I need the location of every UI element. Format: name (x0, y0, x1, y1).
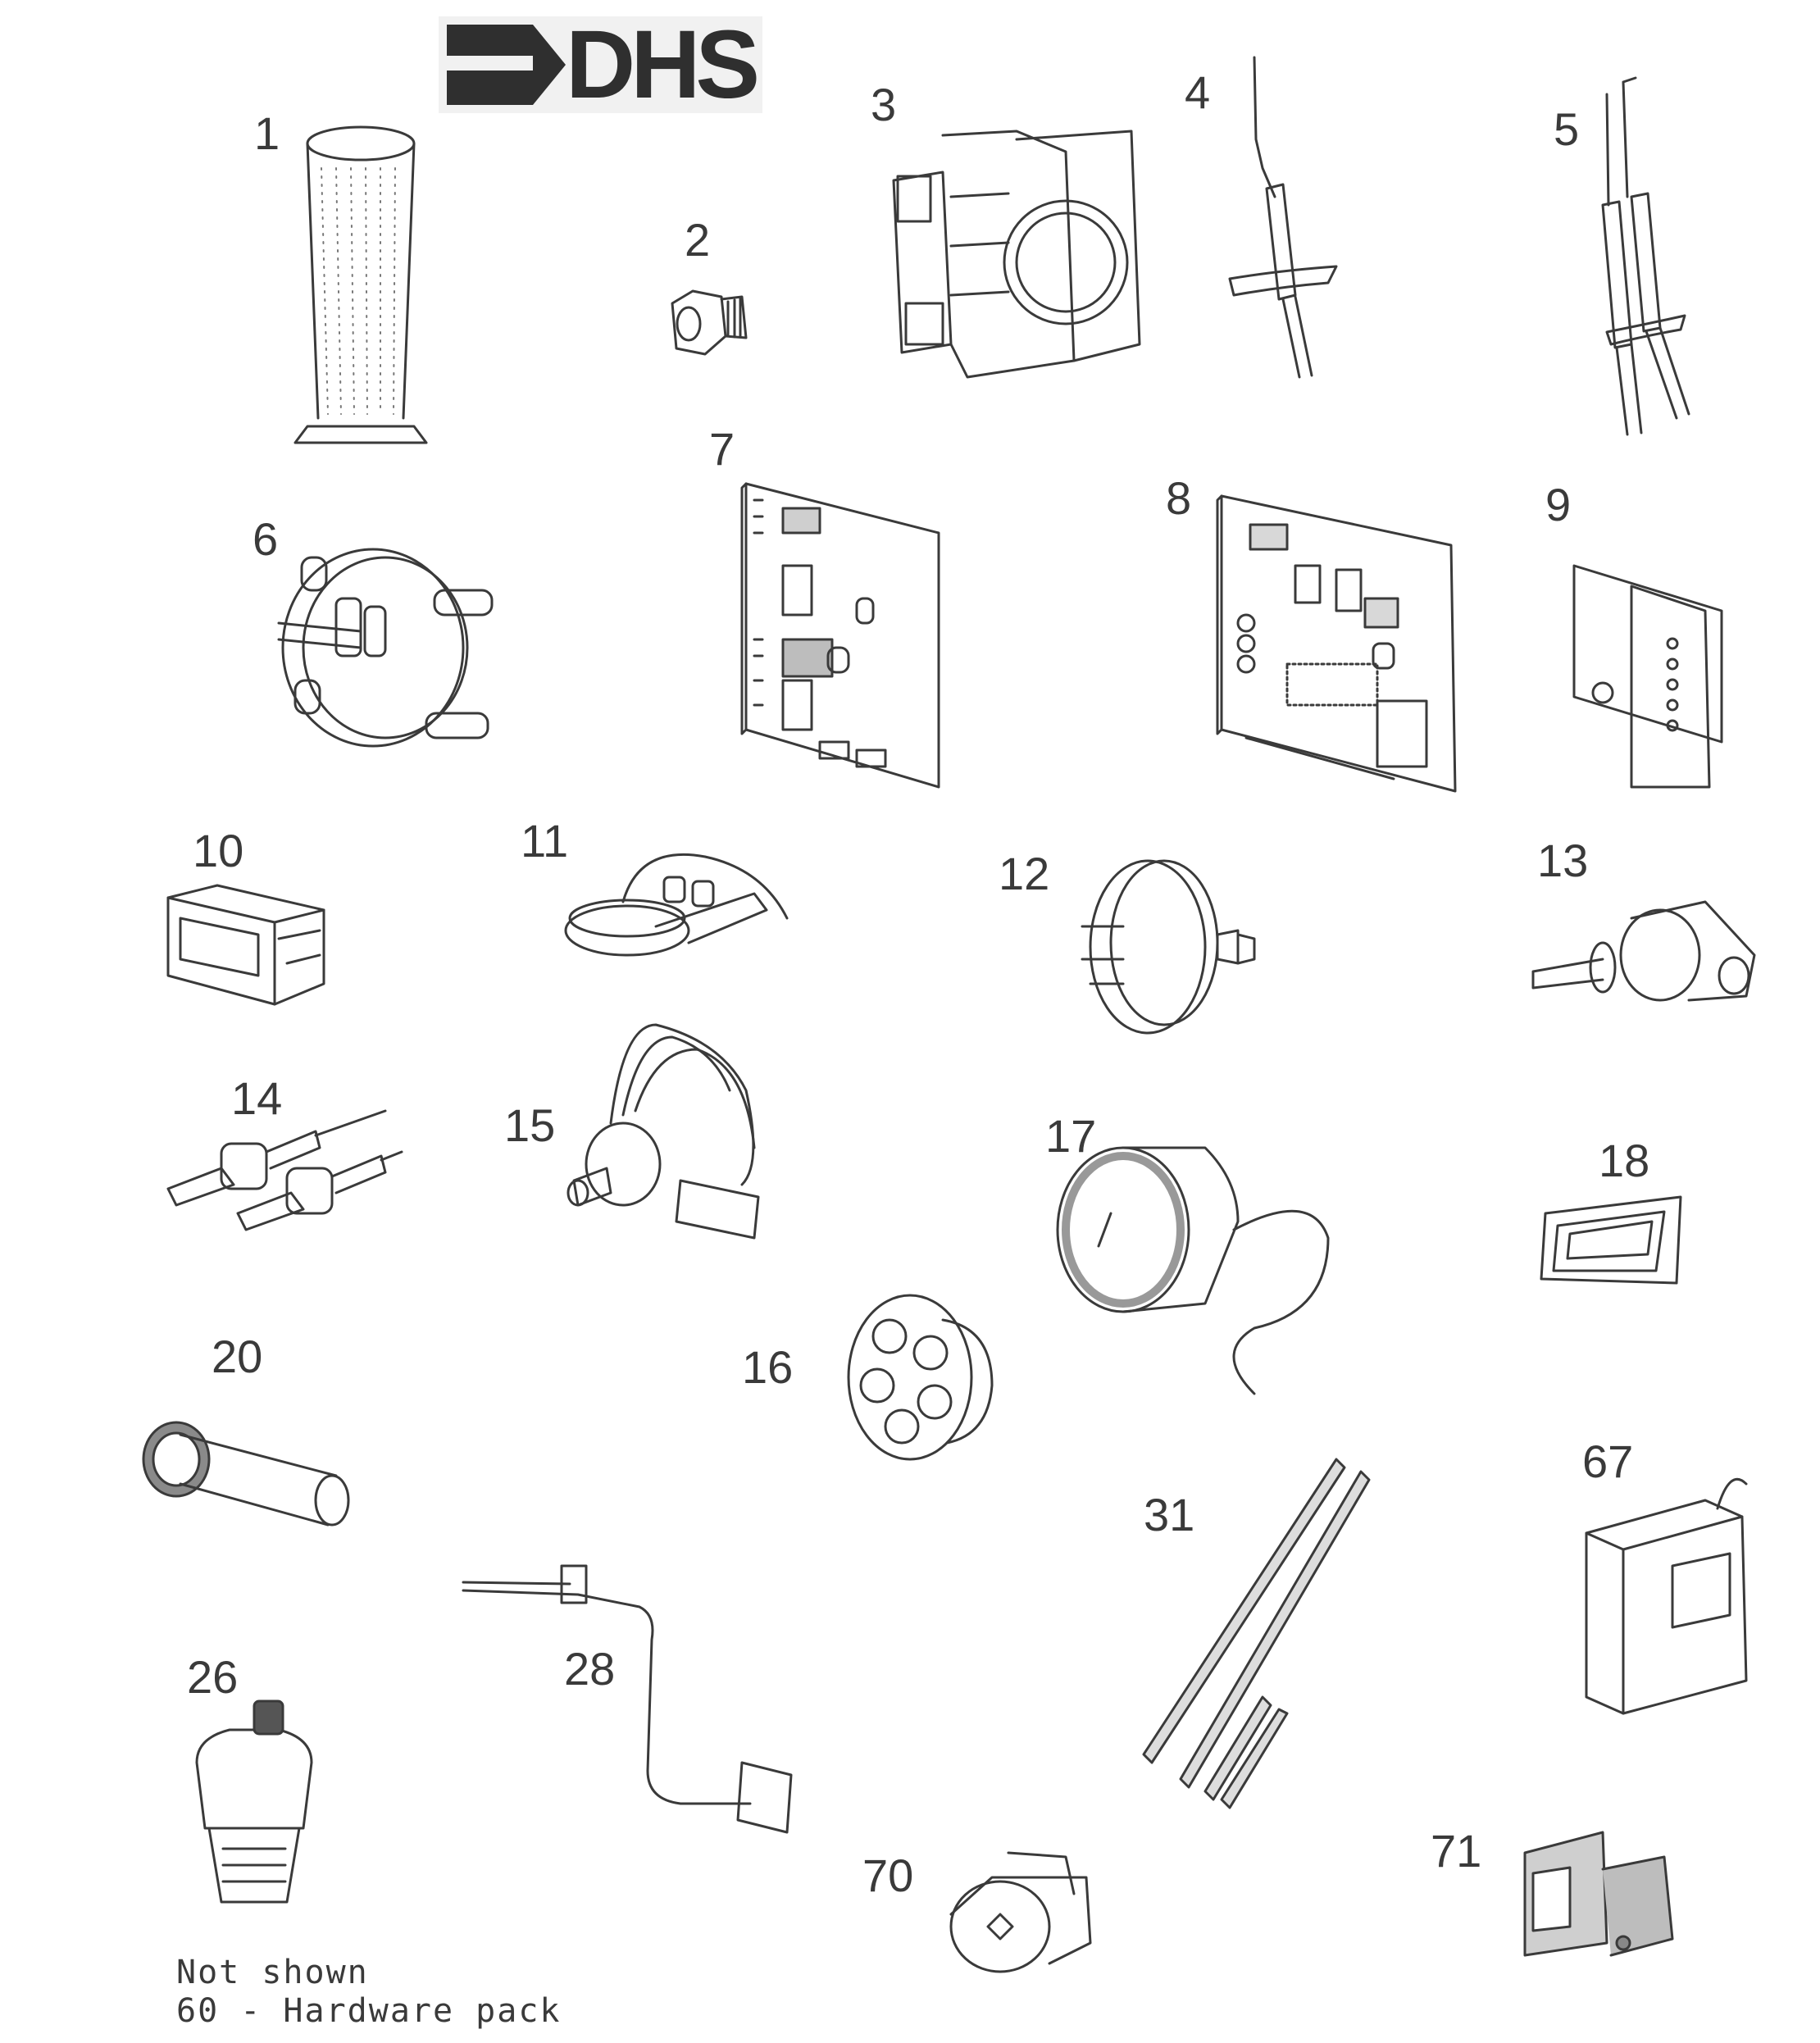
part-14-sensors (166, 1109, 403, 1231)
part-71-switch (1523, 1831, 1674, 1957)
label-part-18: 18 (1599, 1135, 1650, 1186)
part-2-injector (671, 289, 748, 356)
label-part-14: 14 (231, 1072, 283, 1124)
label-part-12: 12 (999, 848, 1050, 899)
part-16-knob (847, 1294, 994, 1461)
label-part-31: 31 (1144, 1489, 1195, 1540)
part-28-sensor-wire (462, 1564, 793, 1834)
note-hardware-pack: 60 - Hardware pack (176, 1992, 562, 2030)
label-part-1: 1 (254, 107, 280, 159)
part-11-sensor (564, 853, 789, 957)
part-1-filter (293, 125, 428, 444)
label-part-9: 9 (1545, 479, 1572, 530)
part-67-transformer (1585, 1477, 1748, 1715)
part-26-air-vent (195, 1699, 313, 1904)
part-12-pressure-switch (1081, 859, 1256, 1035)
part-8-pcb (1216, 494, 1457, 793)
note-not-shown: Not shown (176, 1954, 369, 1991)
dhs-logo-text: DHS (566, 11, 760, 119)
part-7-pcb (740, 482, 940, 789)
label-part-10: 10 (193, 825, 244, 876)
part-3-gas-valve (892, 130, 1141, 379)
label-part-2: 2 (685, 214, 711, 266)
label-part-15: 15 (504, 1099, 556, 1151)
part-10-block (166, 884, 325, 1006)
part-18-rocker-switch (1540, 1195, 1682, 1285)
label-part-67: 67 (1582, 1436, 1634, 1487)
part-4-electrode (1228, 56, 1338, 379)
part-31-strips (1142, 1458, 1371, 1809)
label-part-13: 13 (1537, 835, 1589, 886)
label-part-5: 5 (1554, 103, 1580, 155)
part-70-coil (949, 1851, 1092, 1973)
label-part-28: 28 (564, 1643, 616, 1695)
part-9-terminal-block (1572, 564, 1723, 789)
label-part-8: 8 (1166, 472, 1192, 524)
label-part-4: 4 (1185, 66, 1211, 118)
label-part-17: 17 (1045, 1110, 1097, 1162)
label-part-26: 26 (187, 1651, 239, 1703)
label-part-3: 3 (871, 79, 897, 130)
label-part-16: 16 (742, 1341, 794, 1393)
part-6-pressure-switch (277, 548, 494, 748)
label-part-7: 7 (709, 423, 735, 475)
label-part-20: 20 (212, 1331, 263, 1382)
label-part-71: 71 (1431, 1825, 1482, 1877)
part-20-tube (142, 1421, 350, 1527)
label-part-6: 6 (253, 513, 279, 565)
part-13-thermostat (1531, 900, 1756, 1002)
dhs-logo (439, 16, 762, 113)
part-5-twin-electrode (1601, 76, 1690, 436)
part-17-gauge (1056, 1146, 1330, 1395)
label-part-70: 70 (862, 1850, 914, 1901)
label-part-11: 11 (521, 815, 569, 867)
part-15-potentiometer (566, 1023, 760, 1240)
